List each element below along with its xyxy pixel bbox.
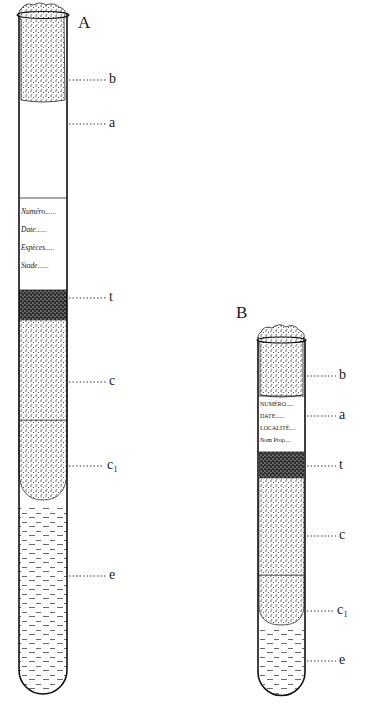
cotton-c1 [19,420,67,500]
cotton-c [19,320,67,420]
part-letter: e [339,653,345,667]
part-letter: c [339,528,345,542]
part-letter: t [339,458,343,472]
figure-letter: B [236,304,247,321]
part-letter: a [109,116,115,130]
part-letter: b [109,72,116,86]
part-letter: a [339,408,345,422]
cotton-plug-b [258,325,305,397]
tube-a [17,3,106,694]
tube-rim [17,12,69,19]
part-letter: b [339,368,346,382]
label-field: Date...... [21,226,47,234]
part-letter: c₁ [337,603,348,617]
label-field: Nom Prop.... [260,437,291,443]
cotton-c [259,478,304,575]
paper-label-edge [19,198,67,290]
label-field: Stade...... [21,262,49,270]
label-field: Numéro...... [21,208,56,216]
label-field: NUMÉRO..... [260,401,294,407]
leader-line [307,376,336,661]
tube-rim [257,337,306,343]
tube-wall [19,14,67,694]
label-field: Espèces..... [21,244,55,252]
tube-b [257,325,336,696]
figure-letter: A [78,14,90,31]
part-letter: e [109,568,115,582]
water [19,505,67,694]
label-field: LOCALITÉ.... [260,425,295,431]
leader-line [69,80,106,576]
label-field: DATE...... [260,413,284,419]
part-letter: t [109,290,113,304]
water [259,628,304,695]
cotton-c1 [259,575,304,625]
plug-t [19,290,67,320]
plug-t [259,452,304,478]
paper-label-edge [258,396,305,452]
part-letter: c₁ [107,458,118,472]
part-letter: c [109,374,115,388]
